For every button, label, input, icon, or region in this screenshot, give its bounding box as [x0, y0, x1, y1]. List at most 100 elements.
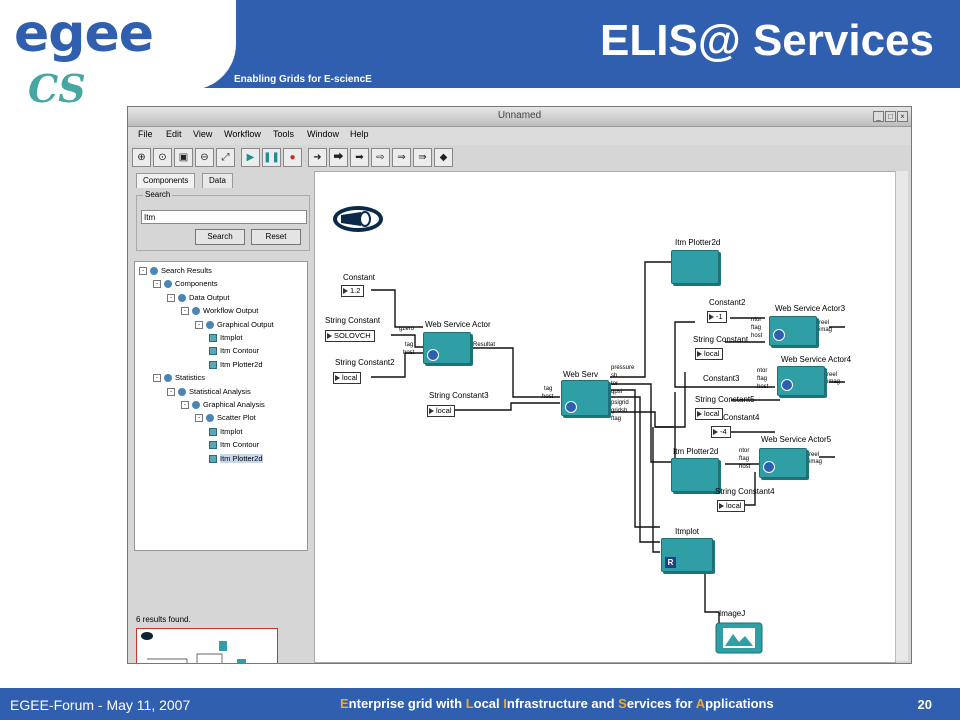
maximize-button[interactable]: □ [885, 111, 896, 122]
constant-actor[interactable]: 1.2 [341, 285, 365, 297]
tree-node[interactable]: -Search Results [139, 266, 212, 276]
collapse-icon[interactable]: - [139, 267, 147, 276]
ws5-actor[interactable] [759, 448, 807, 478]
ws-actor[interactable] [423, 332, 471, 364]
menu-workflow[interactable]: Workflow [224, 129, 261, 139]
tab-components[interactable]: Components [136, 173, 196, 188]
port-input-icon[interactable]: ⮕ [329, 148, 348, 167]
collapse-icon[interactable]: - [181, 307, 189, 316]
string-constant2-actor[interactable]: local [333, 372, 362, 384]
imagej-icon[interactable] [715, 622, 765, 656]
ws4-out-imag: imag [827, 379, 841, 385]
menu-tools[interactable]: Tools [273, 129, 295, 139]
search-input[interactable] [141, 210, 307, 224]
ws-center-out-1: sh [611, 373, 618, 379]
link-alt-icon[interactable]: ⇛ [413, 148, 432, 167]
zoom-fit-icon[interactable]: ▣ [174, 148, 193, 167]
director-icon[interactable] [331, 204, 385, 234]
kepler-window: Unnamed _ □ × File Edit View Workflow To… [127, 106, 912, 664]
zoom-reset-icon[interactable]: ⊙ [153, 148, 172, 167]
pause-icon[interactable]: ❚❚ [262, 148, 281, 167]
collapse-icon[interactable]: - [195, 320, 203, 329]
sc-b-actor[interactable]: local [695, 408, 724, 420]
tree-leaf[interactable]: Itm Contour [209, 440, 259, 450]
results-count: 6 results found. [136, 615, 191, 624]
link-icon[interactable]: ⇒ [392, 148, 411, 167]
vertex-icon[interactable]: ◆ [434, 148, 453, 167]
actor-icon [209, 360, 217, 369]
workflow-canvas[interactable]: Constant 1.2 String Constant SOLOVCH Str… [314, 171, 896, 663]
ws3-label: Web Service Actor3 [775, 304, 846, 313]
zoom-in-icon[interactable]: ⊕ [132, 148, 151, 167]
tree-leaf[interactable]: Itm Plotter2d [209, 360, 263, 370]
string-constant-label: String Constant [325, 316, 381, 325]
tree-node[interactable]: -Data Output [167, 293, 229, 303]
collapse-icon[interactable]: - [181, 401, 189, 410]
menu-view[interactable]: View [193, 129, 213, 139]
port-multi-icon[interactable]: ➡ [350, 148, 369, 167]
minimize-button[interactable]: _ [873, 111, 884, 122]
menu-file[interactable]: File [138, 129, 153, 139]
relation-icon[interactable]: ⇨ [371, 148, 390, 167]
sc-e-actor[interactable]: local [717, 500, 746, 512]
collapse-icon[interactable]: - [153, 280, 161, 289]
globe-icon [763, 461, 775, 473]
stop-icon[interactable]: ● [283, 148, 302, 167]
tree-label: Itm Plotter2d [220, 453, 263, 463]
ws-actor-port-tag: tag [405, 342, 414, 348]
menu-edit[interactable]: Edit [166, 129, 182, 139]
search-legend: Search [143, 190, 173, 199]
tree-leaf[interactable]: Itmplot [209, 333, 243, 343]
port-output-icon[interactable]: ➜ [308, 148, 327, 167]
tab-data[interactable]: Data [202, 173, 233, 188]
footer-text: ervices for [626, 696, 696, 711]
ws-center-actor[interactable] [561, 380, 609, 416]
close-button[interactable]: × [897, 111, 908, 122]
full-screen-icon[interactable]: ⤢ [216, 148, 235, 167]
string-constant-actor[interactable]: SOLOVCH [325, 330, 375, 342]
tree-node[interactable]: -Graphical Analysis [181, 400, 265, 410]
canvas-scrollbar[interactable] [895, 171, 908, 661]
tree-leaf[interactable]: Itm Plotter2d [209, 453, 263, 464]
string-constant3-label: String Constant3 [429, 391, 489, 400]
tree-node[interactable]: -Statistics [153, 373, 205, 383]
workflow-overview[interactable] [136, 628, 278, 663]
tree-leaf[interactable]: Itm Contour [209, 346, 259, 356]
run-icon[interactable]: ▶ [241, 148, 260, 167]
folder-icon [164, 374, 172, 383]
plotter-top-actor[interactable] [671, 250, 719, 284]
menu-help[interactable]: Help [350, 129, 369, 139]
constant-label: Constant [343, 273, 376, 282]
constant3-actor[interactable]: -4 [711, 426, 731, 438]
search-button[interactable]: Search [195, 229, 245, 245]
tree-node[interactable]: -Scatter Plot [195, 413, 256, 423]
ws-center-label: Web Serv [563, 370, 598, 379]
tree-node[interactable]: -Components [153, 279, 218, 289]
ws3-in-host: host [751, 333, 763, 339]
zoom-out-icon[interactable]: ⊖ [195, 148, 214, 167]
tree-node[interactable]: -Statistical Analysis [167, 387, 251, 397]
collapse-icon[interactable]: - [195, 414, 203, 423]
sc-a-actor[interactable]: local [695, 348, 724, 360]
itmplot-actor[interactable]: R [661, 538, 713, 572]
tree-node[interactable]: - Graphical Output [195, 320, 274, 330]
menu-window[interactable]: Window [307, 129, 340, 139]
toolbar: ⊕⊙▣⊖⤢ ▶❚❚● ➜⮕➡⇨⇒⇛◆ [132, 146, 911, 170]
collapse-icon[interactable]: - [167, 293, 175, 302]
collapse-icon[interactable]: - [167, 387, 175, 396]
tree-label: Graphical Output [217, 319, 274, 329]
slide-title: ELIS@ Services [600, 16, 934, 65]
plotter-mid-label: Itm Plotter2d [673, 447, 719, 456]
ws3-in-ftag: ftag [751, 325, 762, 331]
tree-node[interactable]: -Workflow Output [181, 306, 258, 316]
string-constant3-actor[interactable]: local [427, 405, 456, 417]
folder-icon [178, 387, 186, 396]
plotter-mid-actor[interactable] [671, 458, 719, 492]
ws4-actor[interactable] [777, 366, 825, 396]
constant2-actor[interactable]: -1 [707, 311, 727, 323]
ws5-label: Web Service Actor5 [761, 435, 832, 444]
collapse-icon[interactable]: - [153, 374, 161, 383]
tree-leaf[interactable]: Itmplot [209, 427, 243, 437]
ws3-actor[interactable] [769, 316, 817, 346]
reset-button[interactable]: Reset [251, 229, 301, 245]
